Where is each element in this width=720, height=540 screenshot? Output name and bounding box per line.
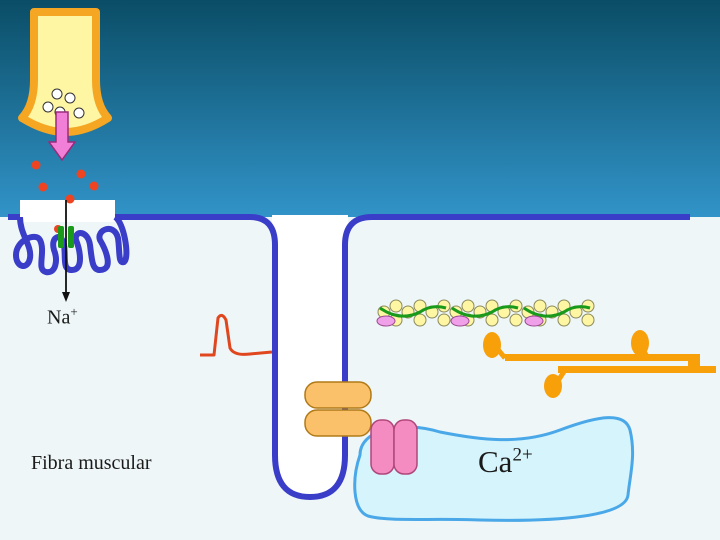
vesicle bbox=[51, 88, 63, 100]
myosin-head bbox=[631, 330, 649, 356]
neurotransmitter-dot bbox=[76, 169, 86, 179]
ryanodine-receptor-right bbox=[393, 419, 418, 475]
sarcoplasmic-reticulum bbox=[353, 416, 635, 522]
sarcolemma bbox=[115, 214, 690, 500]
myosin-rod-lower bbox=[558, 366, 716, 373]
calcium-label: Ca2+ bbox=[478, 444, 533, 480]
sodium-symbol: Na bbox=[47, 306, 71, 329]
actin-bead bbox=[557, 313, 571, 327]
sodium-arrow-head-icon bbox=[62, 292, 70, 302]
myosin-rod-upper bbox=[505, 354, 700, 361]
calcium-symbol: Ca bbox=[478, 444, 513, 479]
tropomyosin-strand bbox=[379, 305, 447, 318]
myosin-head bbox=[544, 374, 562, 398]
sodium-label: Na+ bbox=[47, 304, 78, 330]
t-tubule-lumen bbox=[272, 215, 348, 500]
thin-filament bbox=[376, 299, 595, 327]
actin-bead bbox=[485, 313, 499, 327]
synaptic-cleft bbox=[20, 200, 115, 222]
neurotransmitter-dot bbox=[38, 182, 48, 192]
actin-bead bbox=[389, 299, 403, 313]
troponin bbox=[524, 315, 544, 327]
ryanodine-receptor-left bbox=[370, 419, 395, 475]
muscle-fiber-label: Fibra muscular bbox=[31, 452, 152, 474]
myosin-rod-end bbox=[688, 354, 700, 373]
actin-bead bbox=[509, 313, 523, 327]
actin-bead bbox=[461, 299, 475, 313]
actin-bead bbox=[437, 313, 451, 327]
actin-bead bbox=[413, 313, 427, 327]
neurotransmitter-dot bbox=[89, 181, 99, 191]
synaptic-vesicles bbox=[42, 88, 85, 119]
actin-bead bbox=[581, 313, 595, 327]
calcium-charge: 2+ bbox=[512, 444, 533, 466]
dhp-receptor-lower bbox=[304, 409, 372, 437]
tropomyosin-strand bbox=[451, 305, 519, 318]
receptor-subunit-left bbox=[58, 226, 64, 248]
release-arrow-icon bbox=[47, 111, 77, 162]
sodium-charge: + bbox=[70, 304, 78, 319]
receptor-subunit-right bbox=[68, 226, 74, 248]
dhp-receptor-upper bbox=[304, 381, 372, 409]
junctional-folds bbox=[13, 214, 130, 276]
ach-receptor-channel bbox=[58, 226, 74, 248]
thick-filament bbox=[483, 330, 716, 398]
neurotransmitter-dot bbox=[31, 160, 41, 170]
troponin bbox=[376, 315, 396, 327]
vesicle bbox=[42, 101, 54, 113]
vesicle bbox=[64, 92, 76, 104]
extracellular-space bbox=[0, 0, 720, 225]
action-potential-trace bbox=[200, 313, 273, 357]
myosin-head bbox=[483, 332, 501, 358]
actin-bead bbox=[533, 299, 547, 313]
vesicle bbox=[73, 107, 85, 119]
tropomyosin-strand bbox=[523, 305, 591, 318]
troponin bbox=[450, 315, 470, 327]
neurotransmitter-dot bbox=[65, 194, 75, 204]
